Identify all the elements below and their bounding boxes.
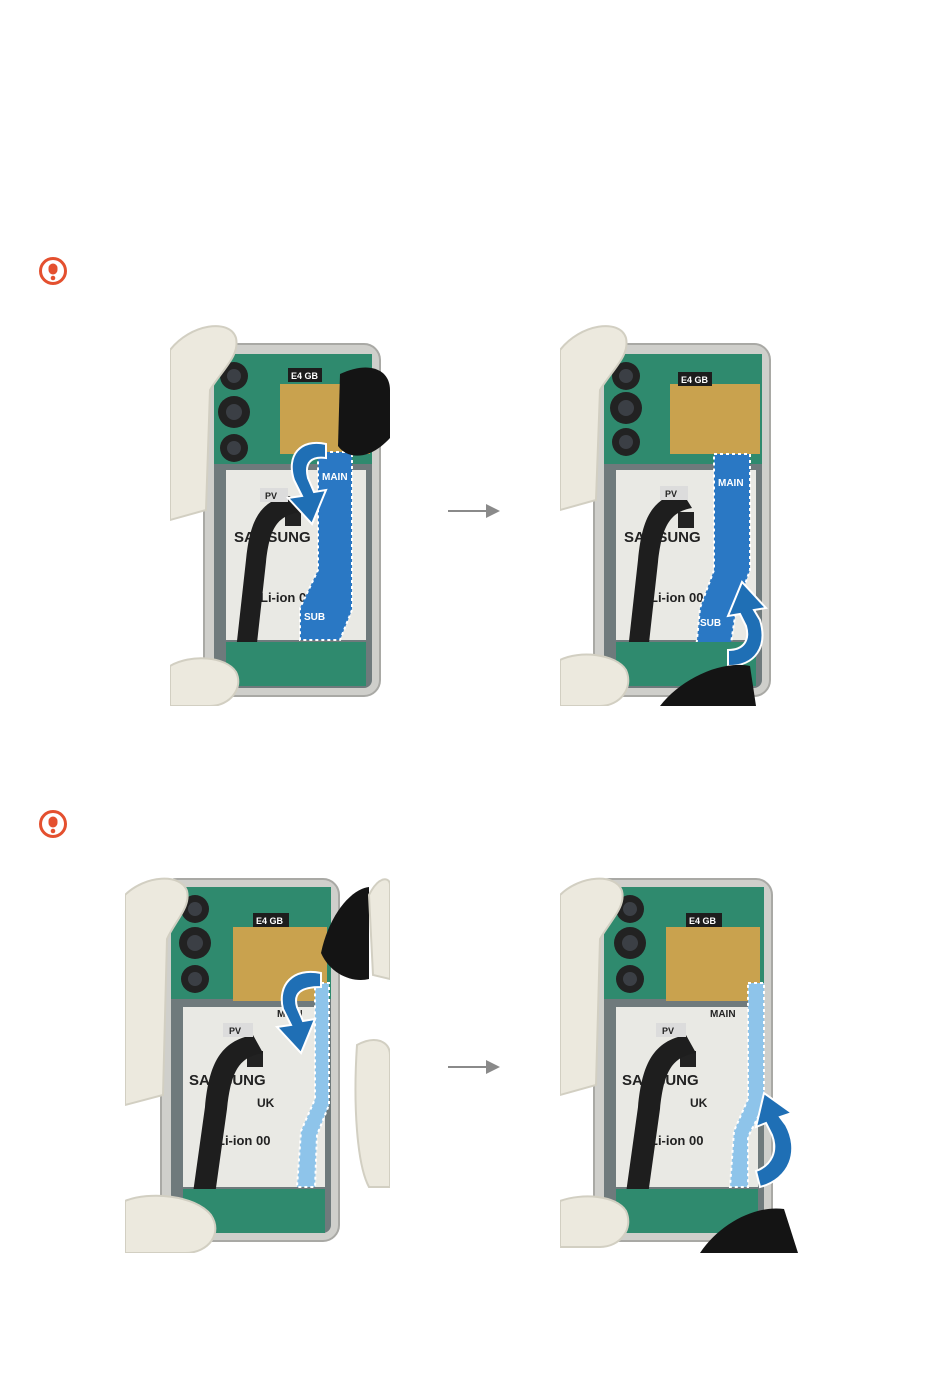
shield-plate <box>233 927 327 1001</box>
glove-right <box>356 1040 391 1187</box>
shield-plate <box>670 384 760 454</box>
label-flex-top: MAIN <box>710 1009 736 1020</box>
label-e4: E4 GB <box>689 916 717 926</box>
label-pv: PV <box>265 491 277 501</box>
glove-bottom-left <box>560 1196 628 1247</box>
shield-plate <box>666 927 760 1001</box>
photo-install-flex-before: E4 GB SAMSUNG Li-ion 00 UK PV MAIN <box>125 875 390 1253</box>
label-uk: UK <box>690 1096 708 1110</box>
exclamation-circle-icon <box>38 809 68 839</box>
label-flex-bottom: SUB <box>700 618 721 629</box>
label-pv: PV <box>229 1026 241 1036</box>
label-battery: Li-ion 00 <box>217 1133 270 1148</box>
glove-right-top <box>369 879 390 979</box>
photo-remove-flex-before: E4 GB SAMSUNG Li-ion 00 PV MAIN SUB <box>170 320 390 706</box>
sub-board <box>226 642 366 686</box>
label-e4: E4 GB <box>681 375 709 385</box>
label-battery: Li-ion 00 <box>650 1133 703 1148</box>
label-flex-top: MAIN <box>322 472 348 483</box>
label-e4: E4 GB <box>256 916 284 926</box>
photo-remove-flex-after: E4 GB SAMSUNG Li-ion 00 PV MAIN SUB <box>560 320 780 706</box>
photo-install-flex-after: E4 GB SAMSUNG Li-ion 00 UK PV MAIN <box>560 875 805 1253</box>
arrow-right-icon <box>446 501 502 521</box>
opening-pick <box>338 367 390 455</box>
glove-bottom-left <box>560 655 628 706</box>
label-pv: PV <box>665 489 677 499</box>
arrow-right-icon <box>446 1057 502 1077</box>
label-pv: PV <box>662 1026 674 1036</box>
exclamation-circle-icon <box>38 256 68 286</box>
label-flex-bottom: SUB <box>304 612 325 623</box>
label-battery: Li-ion 00 <box>650 590 703 605</box>
glove-bottom-left <box>170 658 238 706</box>
label-uk: UK <box>257 1096 275 1110</box>
label-flex-top: MAIN <box>718 478 744 489</box>
label-e4: E4 GB <box>291 371 319 381</box>
